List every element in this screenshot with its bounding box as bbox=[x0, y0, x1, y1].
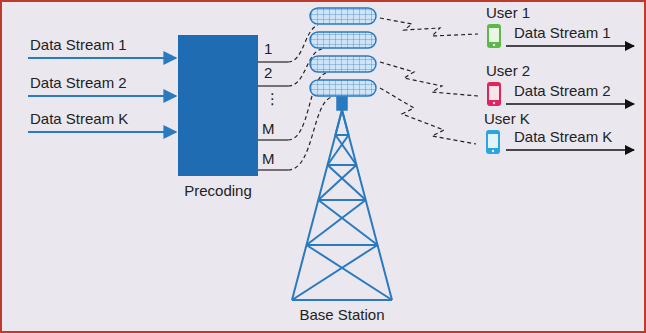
port-number: ⋮ bbox=[265, 90, 280, 107]
tower bbox=[292, 110, 392, 300]
tower-strut bbox=[328, 165, 366, 200]
tower-strut bbox=[292, 245, 378, 300]
port-number: 2 bbox=[264, 64, 272, 81]
stream-label: Data Stream K bbox=[514, 128, 612, 145]
stream-label: Data Stream 2 bbox=[514, 82, 611, 99]
user-label: User K bbox=[484, 110, 530, 127]
stream-label: Data Stream 1 bbox=[514, 24, 611, 41]
stream-label: Data Stream 2 bbox=[30, 74, 127, 91]
tower-strut bbox=[328, 135, 349, 165]
tower-strut bbox=[306, 200, 365, 245]
tower-strut bbox=[306, 245, 392, 300]
user-phones bbox=[486, 24, 501, 154]
tower-strut bbox=[328, 164, 357, 166]
port-number: 1 bbox=[264, 40, 272, 57]
tower-strut bbox=[318, 200, 377, 245]
tower-strut bbox=[318, 165, 356, 200]
wireless-links bbox=[380, 18, 478, 144]
stream-label: Data Stream K bbox=[30, 110, 128, 127]
tower-strut bbox=[335, 110, 342, 135]
tower-strut bbox=[342, 110, 349, 135]
station-label: Base Station bbox=[299, 306, 384, 323]
tower-strut bbox=[306, 244, 377, 246]
precoding-block: Precoding bbox=[178, 35, 258, 176]
port-number: M bbox=[262, 150, 275, 167]
antenna-array bbox=[310, 8, 376, 110]
user-label: User 2 bbox=[486, 62, 530, 79]
tower-strut bbox=[318, 199, 365, 201]
block-title: Precoding bbox=[184, 182, 252, 199]
input-arrows bbox=[28, 58, 176, 132]
user-label: User 1 bbox=[486, 4, 530, 21]
tower-strut bbox=[292, 299, 392, 301]
tower-strut bbox=[335, 134, 348, 136]
output-arrows bbox=[506, 46, 634, 150]
port-number: M bbox=[262, 120, 275, 137]
stream-label: Data Stream 1 bbox=[30, 36, 127, 53]
